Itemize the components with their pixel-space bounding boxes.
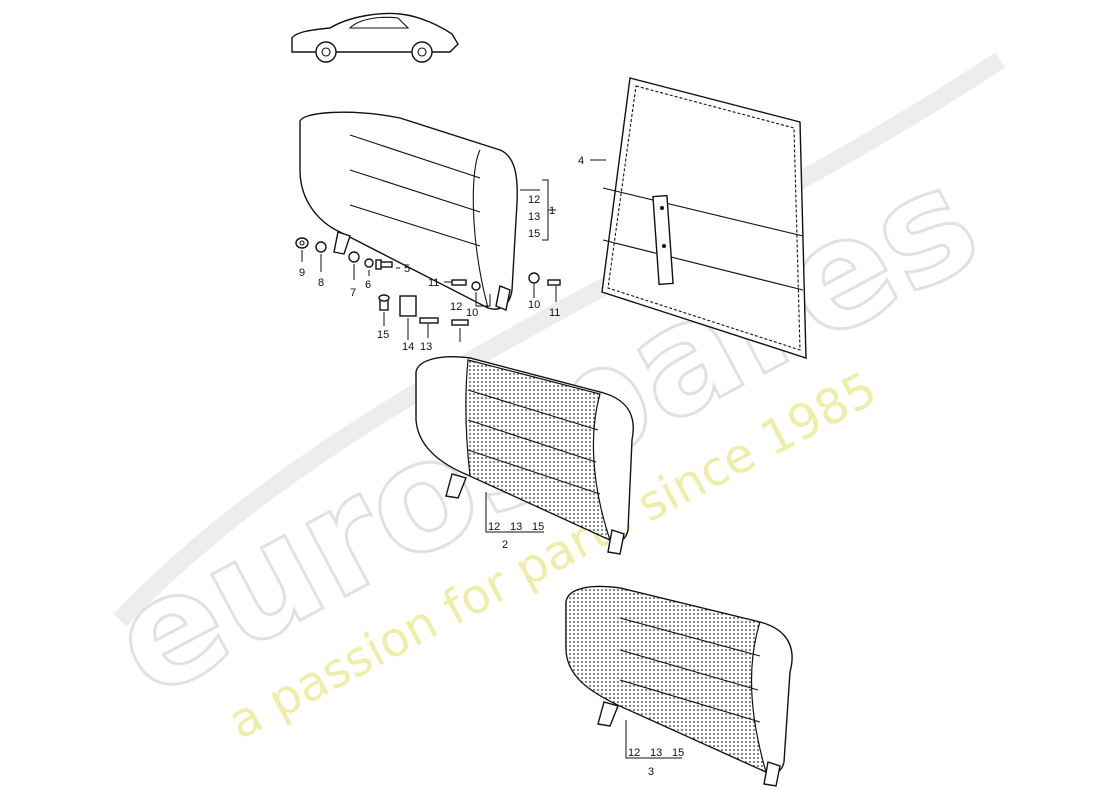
callout-10b: 10 <box>528 299 540 311</box>
rear-panel <box>601 77 807 359</box>
screw-11a <box>451 279 467 286</box>
callout-12d: 12 <box>628 747 640 759</box>
washer-10a <box>471 281 481 291</box>
callout-15a: 15 <box>528 228 540 240</box>
callout-3: 3 <box>648 766 654 778</box>
bolt-12 <box>451 319 469 326</box>
callout-15d: 15 <box>672 747 684 759</box>
washer-10b <box>528 272 540 284</box>
clip-14 <box>399 295 417 317</box>
washer-7 <box>348 251 360 263</box>
washer-8 <box>315 241 327 253</box>
callout-2: 2 <box>502 539 508 551</box>
hardware-parts <box>295 237 561 326</box>
callout-11b: 11 <box>549 307 560 319</box>
callout-1: 1 <box>549 205 555 217</box>
callout-labels: 1 2 3 4 5 6 7 8 9 10 10 11 11 12 13 15 1… <box>299 155 684 778</box>
callout-10a: 10 <box>466 307 478 319</box>
screw-11b <box>547 279 561 286</box>
callout-13b: 13 <box>420 341 432 353</box>
callout-12a: 12 <box>528 194 540 206</box>
callout-8: 8 <box>318 277 324 289</box>
callout-11a: 11 <box>428 277 439 289</box>
callout-13a: 13 <box>528 211 540 223</box>
washer-6 <box>364 258 374 268</box>
callout-12b: 12 <box>450 301 462 313</box>
seat-back-mesh-3 <box>565 585 793 787</box>
seat-back-mesh-2 <box>415 356 634 555</box>
callout-14: 14 <box>402 341 414 353</box>
callout-5: 5 <box>404 263 410 275</box>
callout-15c: 15 <box>532 521 544 533</box>
seat-back-plain <box>299 111 518 311</box>
callout-6: 6 <box>365 279 371 291</box>
spring-13 <box>419 317 439 324</box>
nut-9 <box>295 237 309 249</box>
callout-12c: 12 <box>488 521 500 533</box>
pin-15 <box>378 294 390 311</box>
screw-5 <box>375 259 393 270</box>
callout-15b: 15 <box>377 329 389 341</box>
leader-lines <box>301 159 682 759</box>
callout-7: 7 <box>350 287 356 299</box>
callout-4: 4 <box>578 155 584 167</box>
callout-13c: 13 <box>510 521 522 533</box>
callout-9: 9 <box>299 267 305 279</box>
callout-13d: 13 <box>650 747 662 759</box>
car-side-icon <box>291 12 459 63</box>
